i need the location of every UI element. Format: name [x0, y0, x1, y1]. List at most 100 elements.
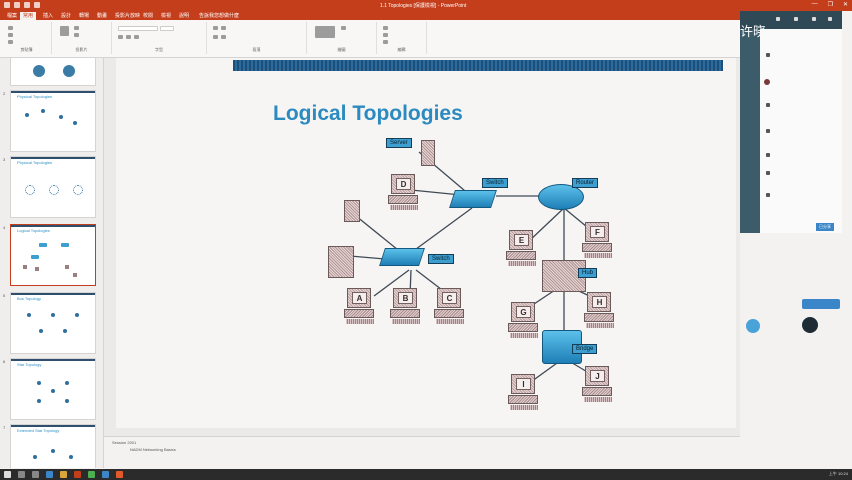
font-size-select[interactable] — [160, 26, 174, 31]
undo-icon[interactable] — [24, 2, 30, 8]
taskview-icon[interactable] — [32, 471, 39, 478]
system-clock: 上午 10:24 — [828, 471, 848, 476]
thumbnail-slide[interactable]: 7 Extended Star Topology — [3, 424, 96, 468]
pc-letter: F — [590, 226, 605, 238]
quick-access-toolbar — [4, 2, 40, 8]
share-button[interactable] — [802, 299, 840, 309]
explorer-icon[interactable] — [60, 471, 67, 478]
switch-icon — [379, 248, 425, 266]
start-icon[interactable] — [4, 471, 11, 478]
slide-number: 5 — [3, 293, 6, 298]
tab-transitions[interactable]: 轉場 — [79, 13, 90, 19]
slide-number: 6 — [3, 359, 6, 364]
group-slides: 投影片 — [52, 22, 112, 54]
node-dot — [27, 313, 31, 317]
powerpoint-icon[interactable] — [74, 471, 81, 478]
node-dot — [33, 455, 37, 459]
maximize-button[interactable]: ❐ — [827, 2, 833, 8]
align-left-icon[interactable] — [213, 35, 218, 39]
tab-design[interactable]: 設計 — [61, 13, 72, 19]
new-slide-icon[interactable] — [60, 26, 69, 36]
group-drawing: 繪圖 — [307, 22, 377, 54]
pin-icon[interactable] — [776, 17, 780, 21]
thumbnail-slide-selected[interactable]: 4 Logical Topologies — [3, 224, 96, 286]
format-painter-icon[interactable] — [8, 40, 13, 44]
settings-icon[interactable] — [794, 17, 798, 21]
message-icon — [766, 103, 770, 107]
app-icon[interactable] — [102, 471, 109, 478]
group-label: 字型 — [155, 47, 163, 52]
chat-panel-frame: 许晓 已分享 — [740, 11, 842, 233]
save-icon[interactable] — [14, 2, 20, 8]
pc-letter: A — [352, 292, 367, 304]
notes-pane[interactable]: Session 2001 NADM Networking Basics — [104, 436, 740, 468]
thumbnail-slide[interactable]: 1 — [10, 58, 96, 86]
edge-icon[interactable] — [46, 471, 53, 478]
numbering-icon[interactable] — [221, 26, 226, 30]
autosave-icon[interactable] — [4, 2, 10, 8]
tab-view[interactable]: 檢視 — [161, 13, 172, 19]
replace-icon[interactable] — [383, 33, 388, 37]
node-dot — [69, 455, 73, 459]
tab-insert[interactable]: 插入 — [43, 13, 54, 19]
app-icon[interactable] — [88, 471, 95, 478]
tab-animations[interactable]: 動畫 — [97, 13, 108, 19]
underline-icon[interactable] — [134, 35, 139, 39]
floating-chat-panel: 许晓 已分享 — [740, 11, 852, 469]
pc-letter: D — [396, 178, 411, 190]
tab-review[interactable]: 校閱 — [143, 13, 154, 19]
align-center-icon[interactable] — [221, 35, 226, 39]
user-avatar[interactable] — [802, 317, 818, 333]
minimize-button[interactable]: — — [811, 1, 818, 7]
thumbnail-slide[interactable]: 5 Bus Topology — [3, 292, 96, 354]
slide-title[interactable]: Logical Topologies — [273, 102, 463, 125]
pc-d: D — [388, 174, 422, 212]
tab-slideshow[interactable]: 投影片放映 — [115, 13, 141, 19]
minimize-icon[interactable] — [812, 17, 816, 21]
printer-device — [344, 200, 360, 222]
avatar — [764, 79, 770, 85]
pc-h: H — [584, 292, 618, 330]
node-dot — [75, 313, 79, 317]
tab-file[interactable]: 檔案 — [7, 13, 18, 19]
tell-me-search[interactable]: 告訴我您想做什麼 — [199, 13, 240, 19]
slide-number: 2 — [3, 91, 6, 96]
close-icon[interactable] — [828, 17, 832, 21]
find-icon[interactable] — [383, 26, 388, 30]
italic-icon[interactable] — [126, 35, 131, 39]
chat-message-list[interactable]: 已分享 — [760, 29, 842, 233]
redo-icon[interactable] — [34, 2, 40, 8]
tab-help[interactable]: 說明 — [179, 13, 190, 19]
cut-icon[interactable] — [8, 26, 13, 30]
shapes-icon[interactable] — [315, 26, 335, 38]
bold-icon[interactable] — [118, 35, 123, 39]
group-paragraph: 段落 — [207, 22, 307, 54]
font-name-select[interactable] — [118, 26, 158, 31]
search-icon[interactable] — [18, 471, 25, 478]
network-links — [349, 151, 599, 385]
chat-action-button[interactable]: 已分享 — [816, 223, 834, 231]
switch-label: Switch — [482, 178, 508, 188]
group-label: 編輯 — [397, 47, 406, 52]
layout-icon[interactable] — [74, 26, 79, 30]
current-slide[interactable]: Logical Topologies — [116, 58, 736, 428]
thumbnail-slide[interactable]: 6 Star Topology — [3, 358, 96, 420]
pc-a: A — [344, 288, 378, 326]
thumbnail-slide[interactable]: 2 Physical Topologies — [3, 90, 96, 152]
select-icon[interactable] — [383, 40, 388, 44]
window-controls: — ❐ ✕ — [812, 1, 848, 8]
copy-icon[interactable] — [8, 33, 13, 37]
reset-icon[interactable] — [74, 33, 79, 37]
meeting-icon[interactable] — [746, 319, 760, 333]
thumbnail-slide[interactable]: 3 Physical Topologies — [3, 156, 96, 218]
bullets-icon[interactable] — [213, 26, 218, 30]
tab-home[interactable]: 常用 — [20, 12, 37, 20]
app-icon[interactable] — [116, 471, 123, 478]
hub-label: Hub — [578, 268, 598, 278]
ribbon-tabs: 檔案 常用 插入 設計 轉場 動畫 投影片放映 校閱 檢視 說明 告訴我您想做什… — [0, 11, 852, 20]
switch-mini — [31, 255, 39, 259]
arrange-icon[interactable] — [341, 26, 346, 30]
close-button[interactable]: ✕ — [842, 2, 848, 8]
pc-letter: G — [516, 306, 531, 318]
